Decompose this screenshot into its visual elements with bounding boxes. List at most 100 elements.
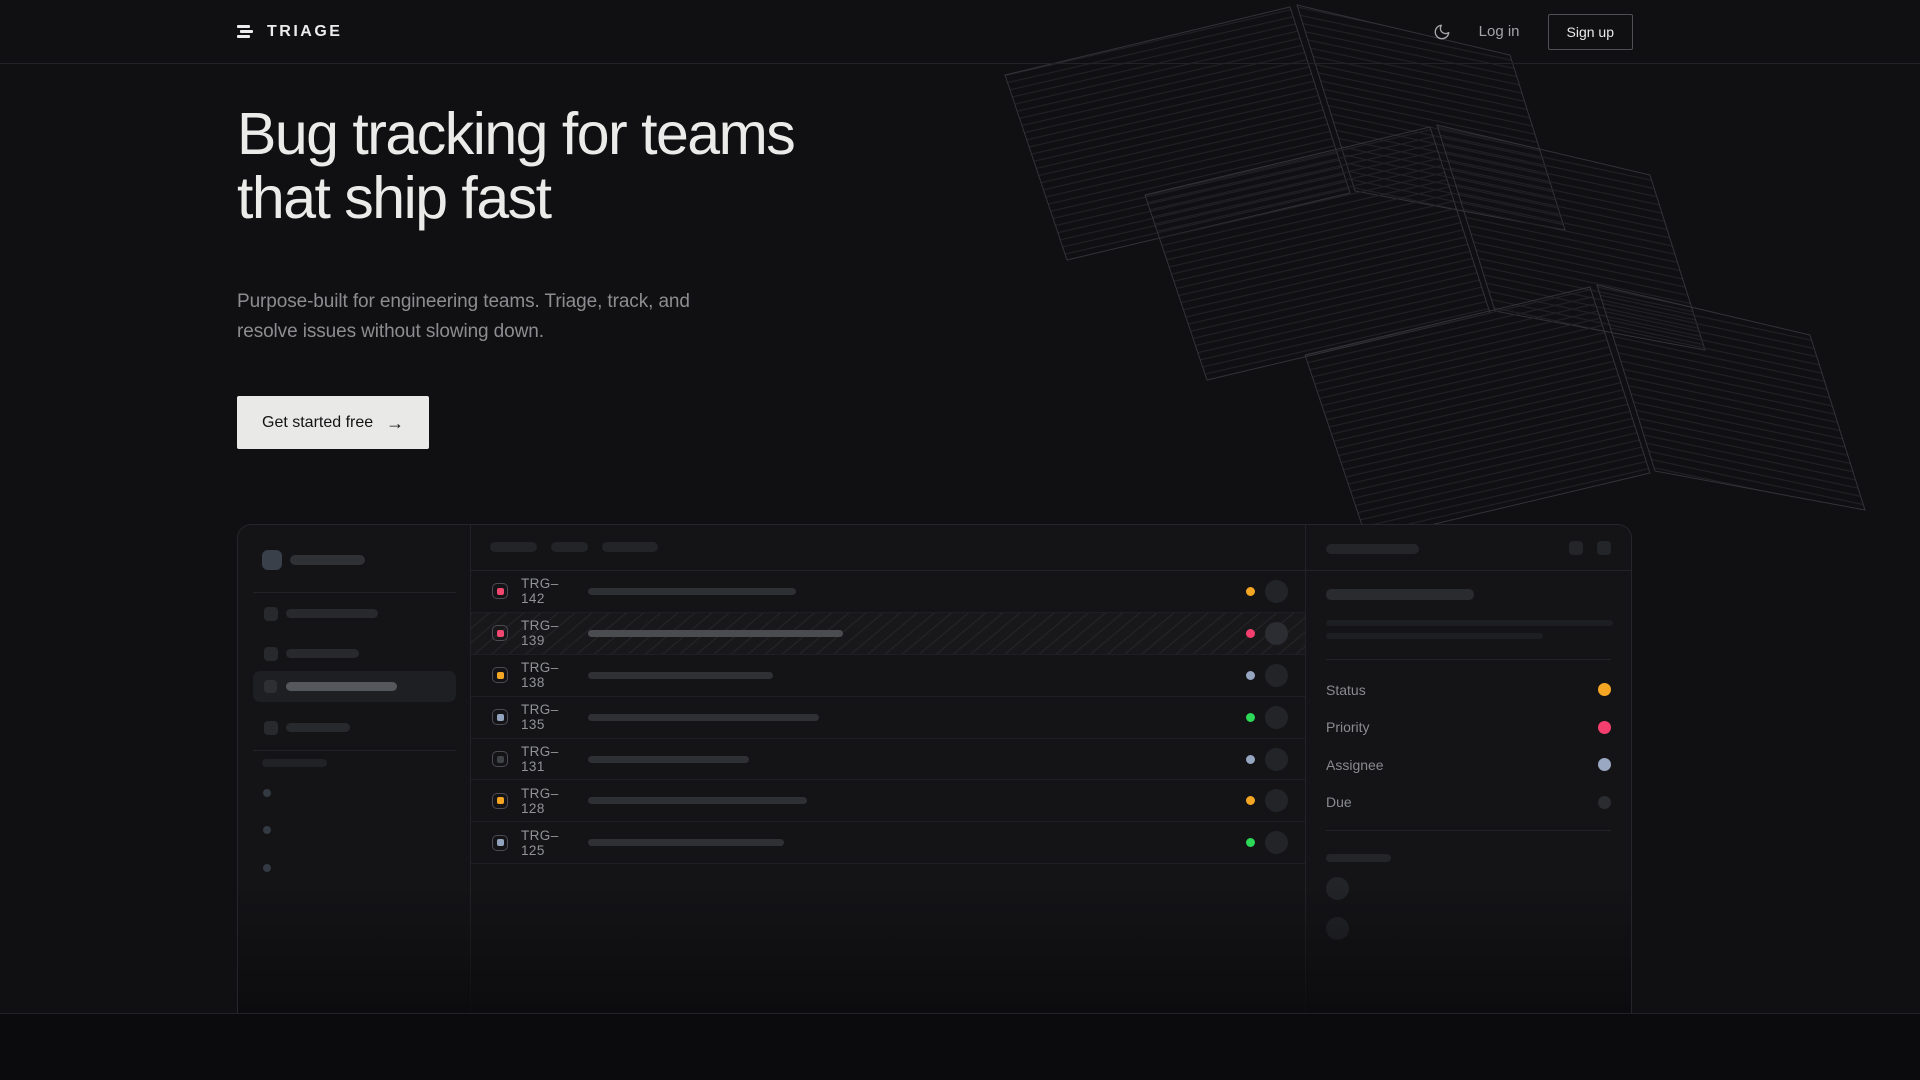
filter-pill-skeleton[interactable] [602,542,658,552]
cta-label: Get started free [262,414,373,432]
issue-rows: TRG–142 TRG–139 TRG–138 TRG–135 TRG–131 [471,571,1305,864]
top-navigation: TRIAGE Log in Sign up [0,0,1920,64]
issue-list-toolbar [471,525,1305,571]
issue-status-dot [1246,796,1255,805]
issue-title-skeleton [588,588,796,595]
issue-description-skeleton [1326,633,1543,639]
issue-assignee-avatar[interactable] [1265,622,1288,645]
issue-type-icon [492,835,508,851]
issue-title-skeleton [588,839,784,846]
issue-assignee-avatar[interactable] [1265,789,1288,812]
detail-panel-header [1306,525,1631,571]
issue-assignee-avatar[interactable] [1265,748,1288,771]
sidebar-item-icon [264,680,277,693]
brand-name: TRIAGE [267,23,342,41]
section-label-skeleton [262,759,327,767]
filter-pill-skeleton[interactable] [490,542,537,552]
issue-description-skeleton [1326,620,1613,626]
hero-subtitle: Purpose-built for engineering teams. Tri… [237,287,717,347]
filter-pill-skeleton[interactable] [551,542,588,552]
hero-title: Bug tracking for teamsthat ship fast [237,102,937,230]
issue-status-dot [1246,755,1255,764]
arrow-right-icon: → [386,414,404,432]
panel-title-skeleton [1326,544,1419,554]
moon-icon [1433,23,1451,41]
nav-actions: Log in Sign up [1433,14,1633,50]
brand-logo[interactable]: TRIAGE [237,23,342,41]
detail-field-value-dot [1598,721,1611,734]
issue-assignee-avatar[interactable] [1265,706,1288,729]
panel-action-button[interactable] [1569,541,1583,555]
workspace-name-skeleton [290,555,365,565]
app-preview-mockup: TRG–142 TRG–139 TRG–138 TRG–135 TRG–131 [237,524,1632,1013]
issue-title-skeleton [1326,589,1474,600]
detail-fields: Status Priority Assignee Due [1326,671,1611,821]
sidebar-bullet[interactable] [263,864,271,872]
mockup-sidebar [238,525,471,1013]
issue-assignee-avatar[interactable] [1265,664,1288,687]
issue-id: TRG–128 [521,786,581,816]
issue-row[interactable]: TRG–125 [471,822,1305,864]
issue-assignee-avatar[interactable] [1265,831,1288,854]
issue-row[interactable]: TRG–131 [471,739,1305,781]
issue-title-skeleton [588,797,807,804]
panel-action-button[interactable] [1597,541,1611,555]
detail-field[interactable]: Due [1326,784,1611,822]
detail-field-value-dot [1598,796,1611,809]
divider [1326,830,1611,831]
issue-title-skeleton [588,672,773,679]
detail-field[interactable]: Priority [1326,709,1611,747]
issue-status-dot [1246,587,1255,596]
sidebar-bullet[interactable] [263,789,271,797]
detail-field[interactable]: Status [1326,671,1611,709]
activity-avatar [1326,917,1349,940]
sidebar-item-icon [264,721,278,735]
issue-id: TRG–138 [521,660,581,690]
triage-logo-icon [237,25,254,38]
issue-id: TRG–135 [521,702,581,732]
issue-status-dot [1246,838,1255,847]
issue-id: TRG–139 [521,618,581,648]
issue-type-icon [492,667,508,683]
issue-row[interactable]: TRG–138 [471,655,1305,697]
issue-type-icon [492,583,508,599]
detail-field-label: Priority [1326,719,1370,735]
workspace-avatar[interactable] [262,550,282,570]
detail-field[interactable]: Assignee [1326,746,1611,784]
sidebar-item-skeleton[interactable] [286,649,359,658]
login-link[interactable]: Log in [1479,23,1520,40]
issue-row[interactable]: TRG–142 [471,571,1305,613]
activity-avatar [1326,877,1349,900]
signup-button[interactable]: Sign up [1548,14,1633,50]
issue-id: TRG–131 [521,744,581,774]
issue-row[interactable]: TRG–139 [471,613,1305,655]
get-started-button[interactable]: Get started free → [237,396,429,449]
sidebar-item-skeleton[interactable] [286,609,378,618]
footer [0,1013,1920,1080]
theme-toggle-button[interactable] [1433,23,1451,41]
issue-row[interactable]: TRG–135 [471,697,1305,739]
detail-field-value-dot [1598,758,1611,771]
issue-type-icon [492,625,508,641]
divider [253,592,456,593]
detail-field-value-dot [1598,683,1611,696]
issue-title-skeleton [588,756,749,763]
issue-row[interactable]: TRG–128 [471,780,1305,822]
issue-type-icon [492,709,508,725]
sidebar-item-skeleton [286,682,397,691]
issue-type-icon [492,793,508,809]
divider [1326,659,1611,660]
detail-field-label: Assignee [1326,757,1384,773]
issue-id: TRG–125 [521,828,581,858]
sidebar-item-icon [264,607,278,621]
sidebar-bullet[interactable] [263,826,271,834]
sidebar-item-skeleton[interactable] [286,723,350,732]
sidebar-item-icon [264,647,278,661]
issue-assignee-avatar[interactable] [1265,580,1288,603]
issue-status-dot [1246,629,1255,638]
issue-list: TRG–142 TRG–139 TRG–138 TRG–135 TRG–131 [471,525,1306,1013]
detail-field-label: Due [1326,794,1352,810]
issue-title-skeleton [588,714,819,721]
issue-status-dot [1246,713,1255,722]
